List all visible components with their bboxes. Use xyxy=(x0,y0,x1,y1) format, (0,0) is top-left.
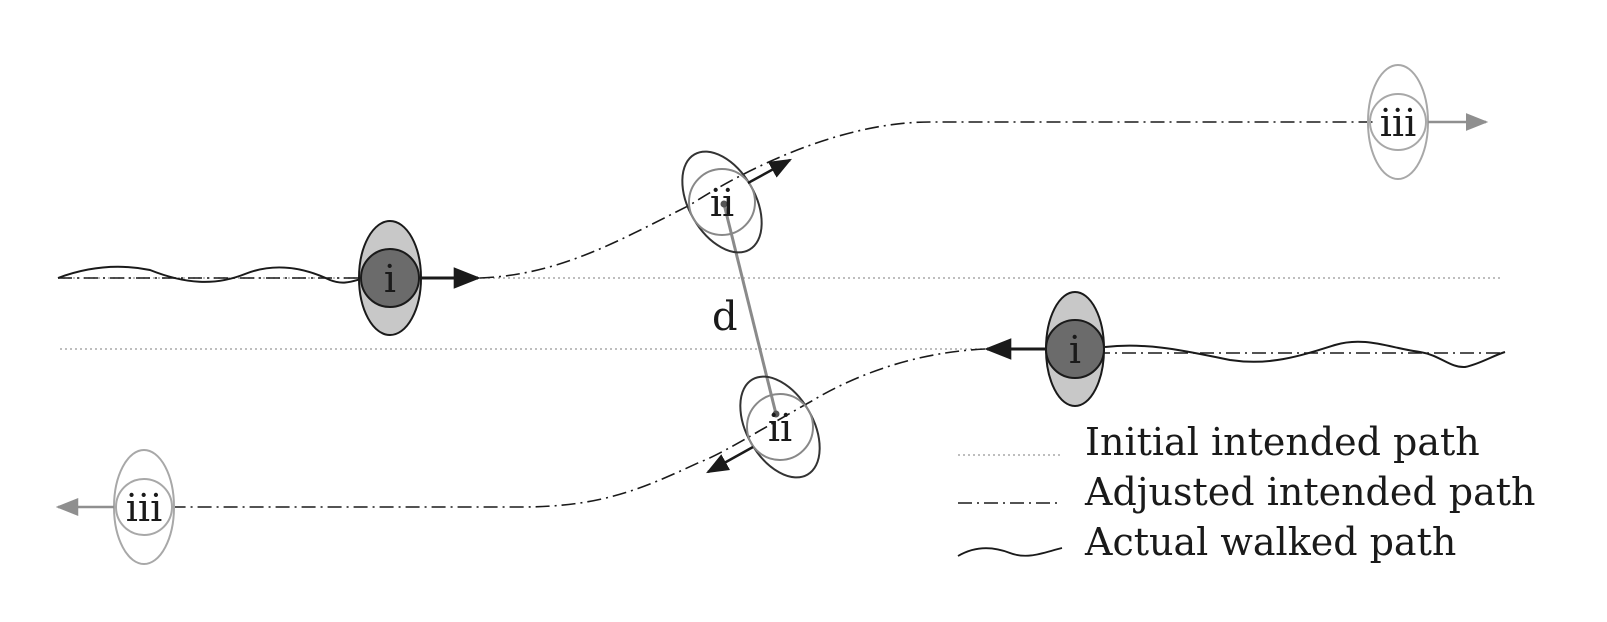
walker-b-label-ii: ii xyxy=(768,406,792,450)
walker-b-position-iii: iii xyxy=(113,449,175,565)
actual-path-right xyxy=(1104,340,1506,369)
walker-b-label-iii: iii xyxy=(126,486,162,530)
distance-line xyxy=(722,203,778,415)
distance-dot-lower xyxy=(772,410,780,418)
walker-a-position-iii: iii xyxy=(1367,64,1429,180)
walker-b-position-ii: ii xyxy=(739,375,821,479)
walker-a-position-ii: ii xyxy=(681,150,763,254)
walker-b-heading-arrow-ii xyxy=(706,445,754,474)
adjusted-path-lower xyxy=(175,348,1500,508)
distance-label: d xyxy=(712,294,738,340)
legend-actual-label: Actual walked path xyxy=(1084,520,1456,564)
walker-b-position-i: i xyxy=(1045,291,1105,407)
legend-actual-swatch xyxy=(957,547,1063,557)
walker-a-label-ii: ii xyxy=(710,181,734,225)
legend-initial-label: Initial intended path xyxy=(1085,420,1480,464)
walker-a-label-iii: iii xyxy=(1380,101,1416,145)
distance-dot-upper xyxy=(720,200,728,208)
walker-a-heading-arrow-ii xyxy=(747,158,792,185)
adjusted-path-upper xyxy=(58,121,1375,279)
legend: Initial intended path Adjusted intended … xyxy=(957,420,1536,564)
actual-path-left xyxy=(57,265,366,284)
walker-a-label-i: i xyxy=(384,257,396,301)
legend-adjusted-label: Adjusted intended path xyxy=(1084,470,1536,514)
walker-b-label-i: i xyxy=(1069,328,1081,372)
walker-a-position-i: i xyxy=(358,220,422,336)
